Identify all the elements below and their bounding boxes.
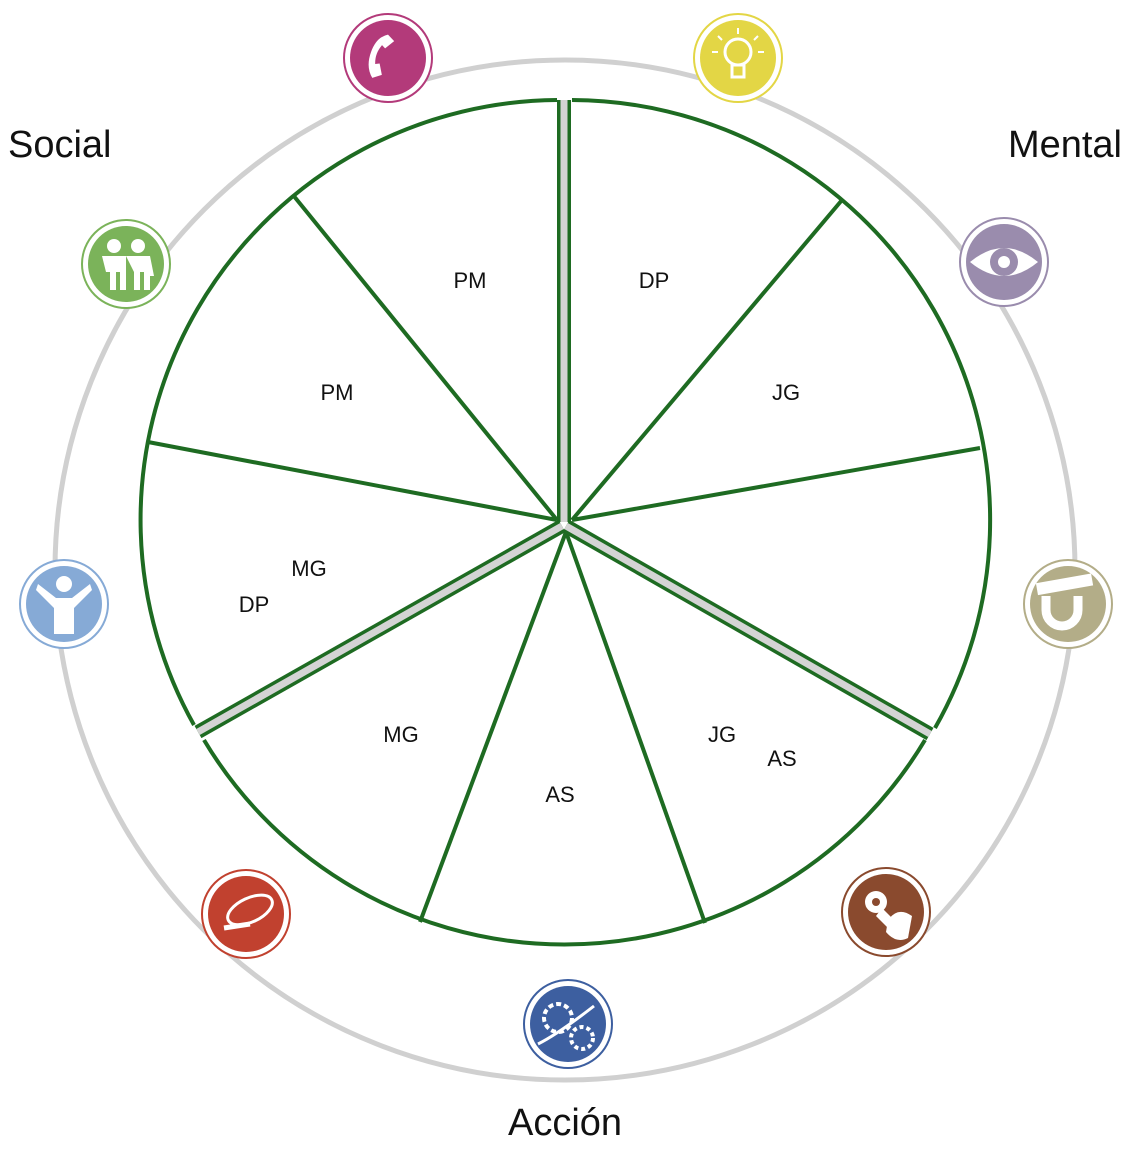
hand-wrench-icon <box>841 867 931 957</box>
boundary-left-upper-left <box>147 440 558 522</box>
group-label-mental: Mental <box>1007 124 1122 166</box>
boundary-bottom-lower-left <box>418 531 568 923</box>
label-top-right-1: DP <box>639 268 670 293</box>
label-top-left-1: PM <box>454 268 487 293</box>
group-label-social: Social <box>8 124 112 166</box>
divider-accion-social <box>194 519 566 739</box>
arc-social <box>138 98 558 726</box>
boundary-upper-left-top-left <box>291 193 559 522</box>
arc-accion <box>202 738 927 947</box>
label-lower-left-1: MG <box>383 722 418 747</box>
boundary-lower-right-bottom <box>564 531 707 924</box>
label-lower-right-2: AS <box>767 746 796 771</box>
label-lower-right-1: JG <box>708 722 736 747</box>
outer-arcs <box>138 98 993 947</box>
boundary-top-right-upper-right <box>570 198 844 522</box>
lasso-icon <box>201 869 291 959</box>
boundary-upper-right-right <box>571 446 981 522</box>
label-left-2: DP <box>239 592 270 617</box>
people-holding-hands-icon <box>81 219 171 309</box>
arc-mental <box>571 98 993 729</box>
label-upper-right-1: JG <box>772 380 800 405</box>
gears-icon <box>523 979 613 1069</box>
eye-icon <box>959 217 1049 307</box>
label-upper-left-1: PM <box>321 380 354 405</box>
magnet-icon <box>1023 559 1113 649</box>
person-arms-up-icon <box>19 559 109 649</box>
segment-boundaries <box>147 193 981 924</box>
group-dividers <box>194 100 934 741</box>
group-label-accion: Acción <box>507 1102 623 1144</box>
orbit-icons <box>19 13 1113 1069</box>
segment-labels: DP JG JG AS AS MG MG DP PM PM <box>239 268 800 807</box>
lightbulb-icon <box>693 13 783 103</box>
label-bottom-1: AS <box>545 782 574 807</box>
label-left-1: MG <box>291 556 326 581</box>
phone-icon <box>343 13 433 103</box>
divider-mental-accion <box>562 519 934 741</box>
